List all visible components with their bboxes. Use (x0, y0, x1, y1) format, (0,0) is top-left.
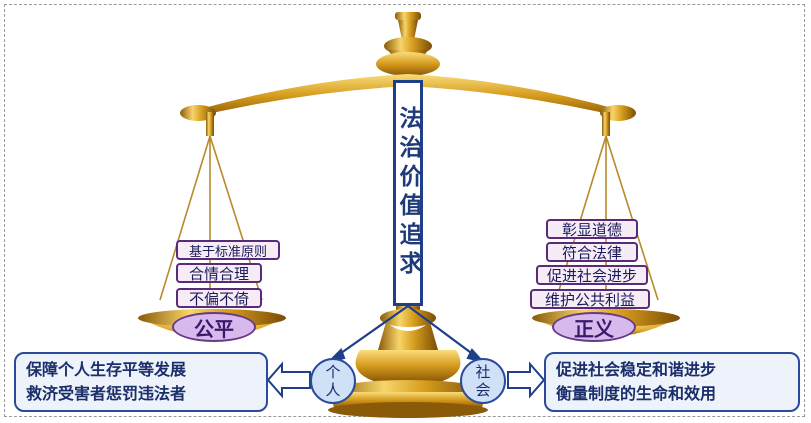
right-pan-label: 正义 (552, 312, 636, 342)
left-tag-1: 基于标准原则 (176, 240, 280, 260)
left-tag-2: 合情合理 (176, 263, 262, 283)
individual-char-1: 个 (325, 363, 341, 381)
right-double-arrow (507, 361, 546, 399)
individual-node: 个 人 (310, 358, 356, 404)
left-tag-3: 不偏不倚 (176, 288, 262, 308)
society-effect-line-2: 衡量制度的生命和效用 (556, 384, 717, 403)
left-pan-label: 公平 (172, 312, 256, 342)
right-tag-1: 彰显道德 (546, 219, 638, 239)
scale-finial (376, 12, 440, 76)
left-double-arrow (266, 361, 311, 399)
right-tag-2: 符合法律 (546, 242, 638, 262)
individual-effects-box: 保障个人生存平等发展 救济受害者惩罚违法者 (14, 352, 268, 412)
individual-char-2: 人 (325, 381, 341, 399)
individual-effect-line-2: 救济受害者惩罚违法者 (26, 384, 187, 403)
society-char-1: 社 (475, 363, 491, 381)
central-title: 法治价值追求 (393, 80, 423, 306)
right-tag-4: 维护公共利益 (530, 289, 650, 309)
society-char-2: 会 (475, 381, 491, 399)
individual-effect-line-1: 保障个人生存平等发展 (26, 360, 187, 379)
right-tag-3: 促进社会进步 (536, 265, 648, 285)
society-effect-line-1: 促进社会稳定和谐进步 (556, 360, 717, 379)
society-node: 社 会 (460, 358, 506, 404)
society-effects-box: 促进社会稳定和谐进步 衡量制度的生命和效用 (544, 352, 800, 412)
